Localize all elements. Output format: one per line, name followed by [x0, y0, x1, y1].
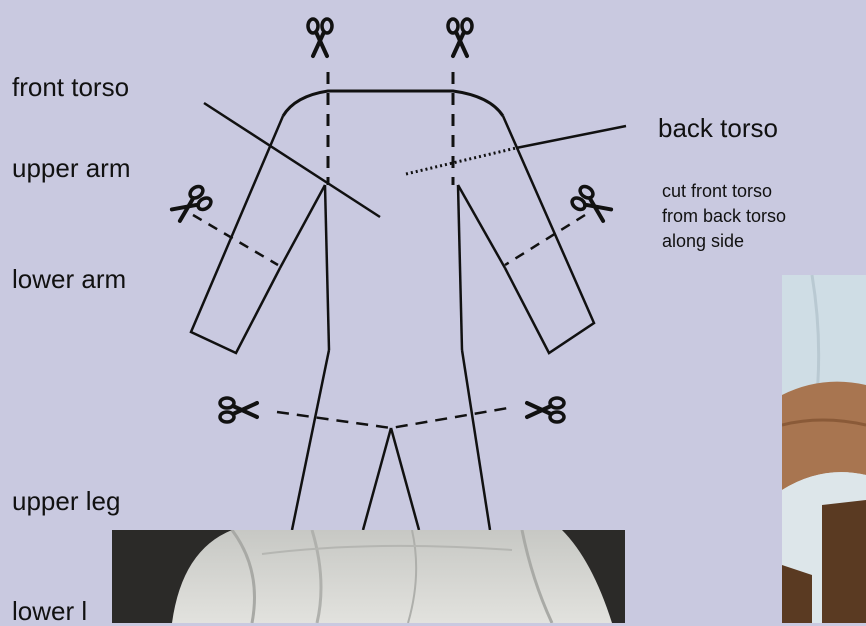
right-leg-inner [391, 428, 419, 530]
label-upper-arm: upper arm [12, 155, 131, 181]
right-body-side [458, 185, 462, 350]
instruction-line-1: cut front torso [662, 179, 786, 204]
left-leg-inner [363, 428, 391, 530]
instruction-text: cut front torso from back torso along si… [662, 179, 786, 254]
left-leg-outer [292, 350, 329, 530]
instruction-line-2: from back torso [662, 204, 786, 229]
back-torso-leader [516, 126, 626, 148]
label-back-torso: back torso [658, 115, 778, 141]
right-sleeve-inner [458, 185, 505, 268]
left-sleeve-inner [280, 185, 325, 268]
right-leg-outer [462, 350, 490, 530]
label-lower-leg: lower l [12, 598, 87, 624]
label-lower-arm: lower arm [12, 266, 126, 292]
shirt-photo [112, 530, 625, 623]
left-elbow-cut [193, 215, 278, 265]
left-body-side [325, 185, 329, 350]
scissors-icon-top-left [308, 19, 332, 56]
left-sleeve-outline [191, 116, 283, 353]
scissors-icon-top-right [448, 19, 472, 56]
scissors-icon-waist-right [527, 398, 564, 422]
scissors-icon-waist-left [220, 398, 257, 422]
label-front-torso: front torso [12, 74, 129, 100]
front-torso-leader [204, 103, 380, 217]
shoulder-line [283, 91, 503, 116]
right-sleeve-outline [503, 116, 594, 353]
back-torso-dotted-leader [406, 148, 516, 174]
label-upper-leg: upper leg [12, 488, 120, 514]
instruction-line-3: along side [662, 229, 786, 254]
right-elbow-cut [505, 215, 585, 265]
person-photo [782, 275, 866, 623]
scissors-icon-left-arm [169, 184, 213, 225]
